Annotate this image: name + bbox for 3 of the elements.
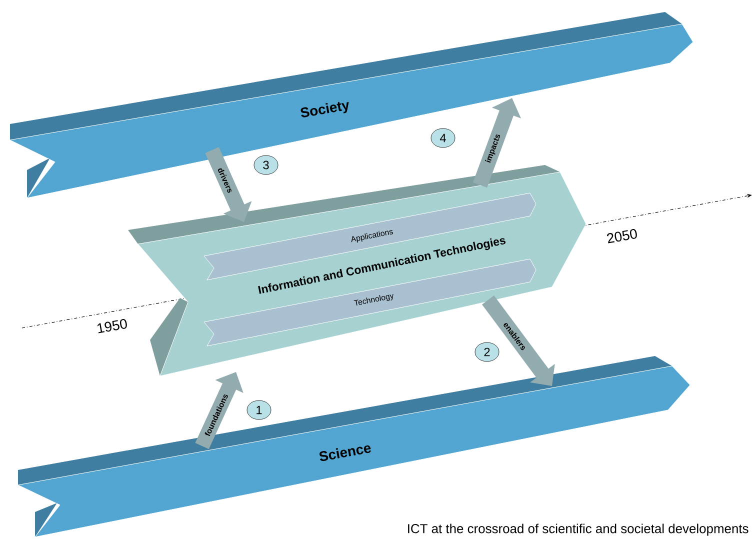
year-label: 2050 [607,229,637,244]
block-arrow [482,296,555,386]
year-label: 1950 [98,319,127,334]
